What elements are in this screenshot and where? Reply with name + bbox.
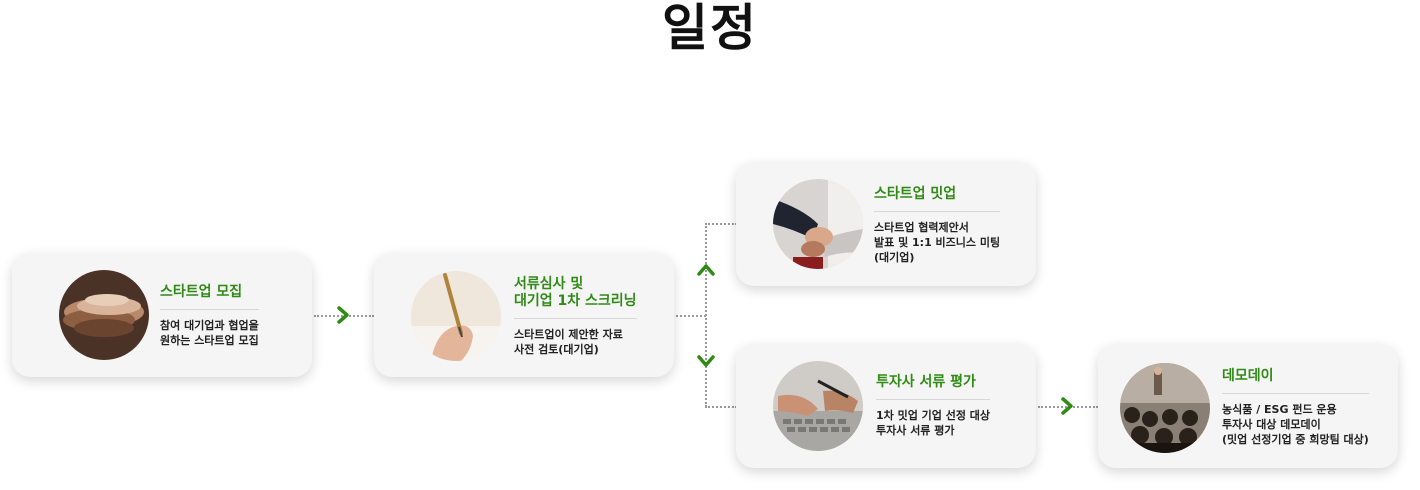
step-desc-line: 농식품 / ESG 펀드 운용 (1222, 403, 1337, 416)
step-desc-line: 원하는 스타트업 모집 (160, 334, 259, 347)
step-desc-line: 발표 및 1:1 비즈니스 미팅 (874, 236, 1001, 249)
step-desc-line: (밋업 선정기업 중 희망팀 대상) (1222, 433, 1369, 446)
step-heading: 스타트업 밋업 (874, 186, 1001, 212)
step-heading: 투자사 서류 평가 (876, 374, 991, 400)
step-heading: 데모데이 (1222, 368, 1369, 394)
laptop-typing-photo (773, 361, 863, 451)
step-desc-line: 스타트업이 제안한 자료 (514, 328, 623, 341)
step-card-demo-day: 데모데이 농식품 / ESG 펀드 운용 투자사 대상 데모데이 (밋업 선정기… (1098, 344, 1398, 468)
step-card-startup-recruit: 스타트업 모집 참여 대기업과 협업을 원하는 스타트업 모집 (12, 253, 312, 377)
step-card-startup-meetup: 스타트업 밋업 스타트업 협력제안서 발표 및 1:1 비즈니스 미팅 (대기업… (736, 162, 1036, 286)
chevron-down-icon (696, 351, 716, 371)
chevron-right-icon (333, 305, 353, 325)
step-desc-line: 투자사 대상 데모데이 (1222, 418, 1321, 431)
step-desc-line: 투자사 서류 평가 (876, 424, 955, 437)
connector-to-step-4 (705, 406, 737, 408)
step-desc-line: 참여 대기업과 협업을 (160, 319, 259, 332)
step-heading: 서류심사 및 대기업 1차 스크리닝 (514, 276, 637, 319)
chevron-up-icon (696, 260, 716, 280)
page-title: 일정 (662, 0, 758, 57)
chevron-right-icon (1057, 396, 1077, 416)
hand-writing-photo (411, 271, 501, 361)
step-desc-line: (대기업) (874, 251, 915, 264)
step-heading: 스타트업 모집 (160, 284, 259, 310)
handshake-photo (773, 179, 863, 269)
stacked-hands-photo (59, 270, 149, 360)
conference-audience-photo (1120, 363, 1210, 453)
step-desc-line: 스타트업 협력제안서 (874, 221, 969, 234)
step-card-investor-review: 투자사 서류 평가 1차 밋업 기업 선정 대상 투자사 서류 평가 (736, 344, 1036, 468)
step-desc-line: 1차 밋업 기업 선정 대상 (876, 409, 991, 422)
connector-to-step-3 (705, 223, 737, 225)
connector-split-vertical (705, 223, 707, 407)
connector-2-split (676, 315, 706, 317)
step-desc-line: 사전 검토(대기업) (514, 343, 599, 356)
step-card-document-review: 서류심사 및 대기업 1차 스크리닝 스타트업이 제안한 자료 사전 검토(대기… (374, 253, 674, 377)
